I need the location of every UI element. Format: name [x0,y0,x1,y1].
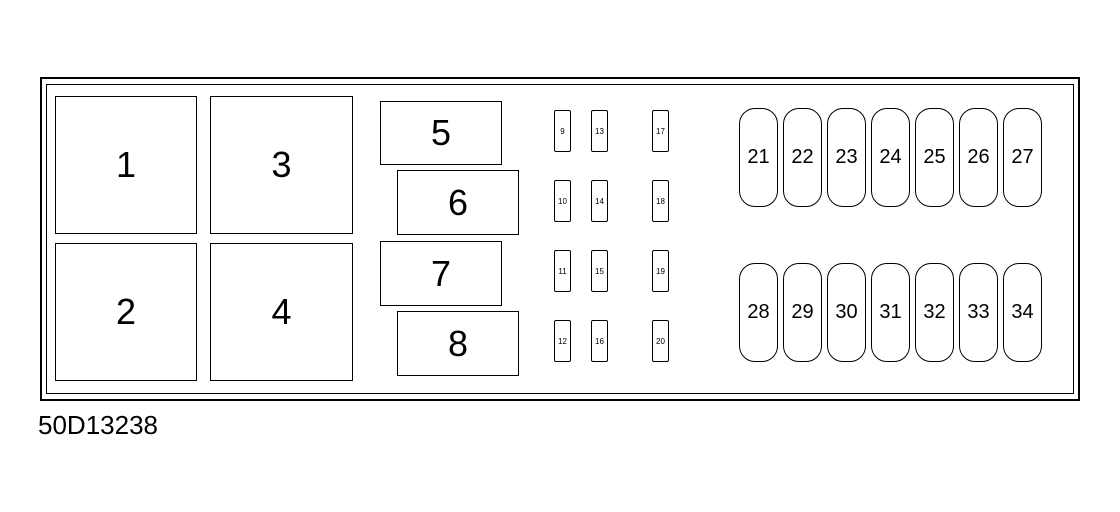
maxi-fuse-26: 26 [959,108,998,207]
diagram-code-label: 50D13238 [38,410,158,440]
mini-fuse-18: 18 [652,180,669,222]
relay-4: 4 [210,243,353,381]
relay-2: 2 [55,243,197,381]
maxi-fuse-21: 21 [739,108,778,207]
maxi-fuse-22: 22 [783,108,822,207]
mini-fuse-16: 16 [591,320,608,362]
relay-8: 8 [397,311,519,376]
mini-fuse-19: 19 [652,250,669,292]
relay-7: 7 [380,241,502,306]
mini-fuse-17: 17 [652,110,669,152]
maxi-fuse-24: 24 [871,108,910,207]
relay-5: 5 [380,101,502,165]
fuse-box-outline [40,77,1080,401]
maxi-fuse-34: 34 [1003,263,1042,362]
maxi-fuse-33: 33 [959,263,998,362]
maxi-fuse-25: 25 [915,108,954,207]
maxi-fuse-28: 28 [739,263,778,362]
mini-fuse-20: 20 [652,320,669,362]
maxi-fuse-30: 30 [827,263,866,362]
relay-6: 6 [397,170,519,235]
mini-fuse-11: 11 [554,250,571,292]
mini-fuse-13: 13 [591,110,608,152]
maxi-fuse-32: 32 [915,263,954,362]
maxi-fuse-27: 27 [1003,108,1042,207]
mini-fuse-12: 12 [554,320,571,362]
maxi-fuse-29: 29 [783,263,822,362]
mini-fuse-15: 15 [591,250,608,292]
fuse-box-inner-outline [46,84,1074,394]
maxi-fuse-23: 23 [827,108,866,207]
mini-fuse-10: 10 [554,180,571,222]
relay-3: 3 [210,96,353,234]
mini-fuse-14: 14 [591,180,608,222]
relay-1: 1 [55,96,197,234]
maxi-fuse-31: 31 [871,263,910,362]
mini-fuse-9: 9 [554,110,571,152]
